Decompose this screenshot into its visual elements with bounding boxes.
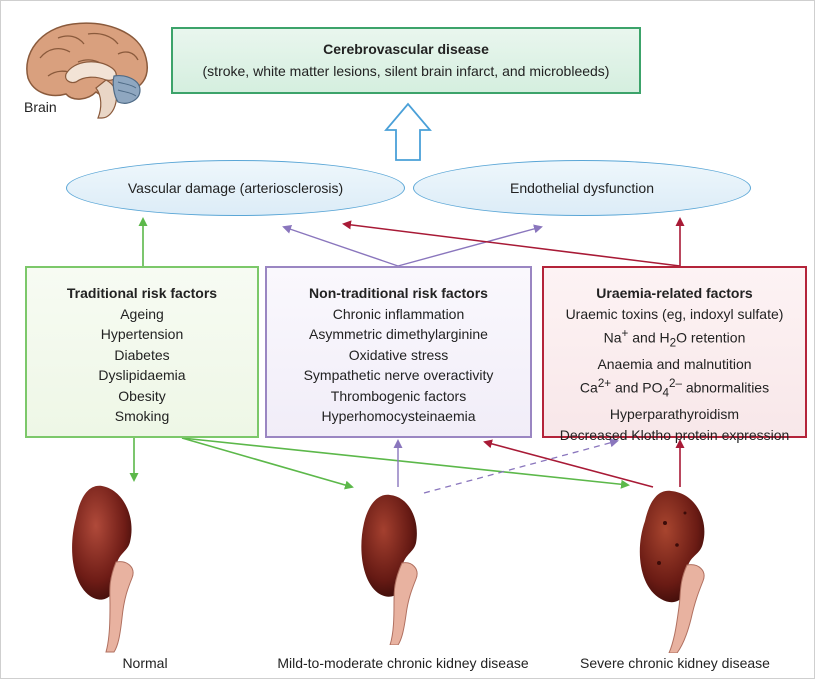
text-part: O retention (676, 330, 745, 346)
text-part: abnormalities (682, 380, 769, 396)
risk-factor-item: Ca2+ and PO42– abnormalities (544, 374, 805, 404)
brain-label: Brain (24, 99, 57, 115)
stage-label-normal: Normal (0, 655, 290, 671)
text-part: and PO (611, 380, 662, 396)
arrow-trad-to-mild (182, 438, 352, 487)
non-traditional-heading: Non-traditional risk factors (267, 283, 530, 304)
risk-factor-item: Ageing (27, 304, 257, 325)
risk-factor-item: Smoking (27, 406, 257, 427)
risk-factor-item: Decreased Klotho protein expression (544, 425, 805, 446)
kidney-illustration (350, 487, 450, 645)
risk-factor-item: Obesity (27, 386, 257, 407)
risk-factor-item: Na+ and H2O retention (544, 324, 805, 354)
risk-factor-item: Oxidative stress (267, 345, 530, 366)
arrow-uraemia-to-vascular (344, 224, 680, 266)
risk-factor-item: Thrombogenic factors (267, 386, 530, 407)
risk-factor-item: Dyslipidaemia (27, 365, 257, 386)
vascular-damage-oval: Vascular damage (arteriosclerosis) (66, 160, 405, 216)
traditional-risk-factors-box: Traditional risk factors Ageing Hyperten… (25, 266, 259, 438)
kidney-illustration (625, 483, 740, 653)
cerebrovascular-title: Cerebrovascular disease (173, 41, 639, 57)
superscript: 2+ (598, 377, 611, 390)
arrow-severe-to-nontrad (485, 442, 653, 487)
stage-label-severe: Severe chronic kidney disease (560, 655, 790, 671)
risk-factor-item: Chronic inflammation (267, 304, 530, 325)
text-part: Ca (580, 380, 598, 396)
cerebrovascular-subtitle: (stroke, white matter lesions, silent br… (173, 63, 639, 79)
risk-factor-item: Hypertension (27, 324, 257, 345)
risk-factor-item: Diabetes (27, 345, 257, 366)
cerebrovascular-disease-box: Cerebrovascular disease (stroke, white m… (171, 27, 641, 94)
vascular-damage-label: Vascular damage (arteriosclerosis) (128, 180, 343, 196)
risk-factor-item: Asymmetric dimethylarginine (267, 324, 530, 345)
endothelial-dysfunction-oval: Endothelial dysfunction (413, 160, 751, 216)
risk-factor-item: Anaemia and malnutition (544, 354, 805, 375)
risk-factor-item: Sympathetic nerve overactivity (267, 365, 530, 386)
kidney-illustration (58, 478, 168, 653)
uraemia-related-factors-box: Uraemia-related factors Uraemic toxins (… (542, 266, 807, 438)
uraemia-heading: Uraemia-related factors (544, 283, 805, 304)
text-part: Na (604, 330, 622, 346)
arrow-nontrad-to-vascular (284, 227, 398, 266)
text-part: and H (628, 330, 669, 346)
stage-label-mild-to-moderate: Mild-to-moderate chronic kidney disease (248, 655, 558, 671)
arrow-to-cerebrovascular (386, 104, 430, 160)
risk-factor-item: Uraemic toxins (eg, indoxyl sulfate) (544, 304, 805, 325)
risk-factor-item: Hyperhomocysteinaemia (267, 406, 530, 427)
non-traditional-risk-factors-box: Non-traditional risk factors Chronic inf… (265, 266, 532, 438)
endothelial-dysfunction-label: Endothelial dysfunction (510, 180, 654, 196)
risk-factor-item: Hyperparathyroidism (544, 404, 805, 425)
traditional-heading: Traditional risk factors (27, 283, 257, 304)
superscript: 2– (669, 377, 682, 390)
